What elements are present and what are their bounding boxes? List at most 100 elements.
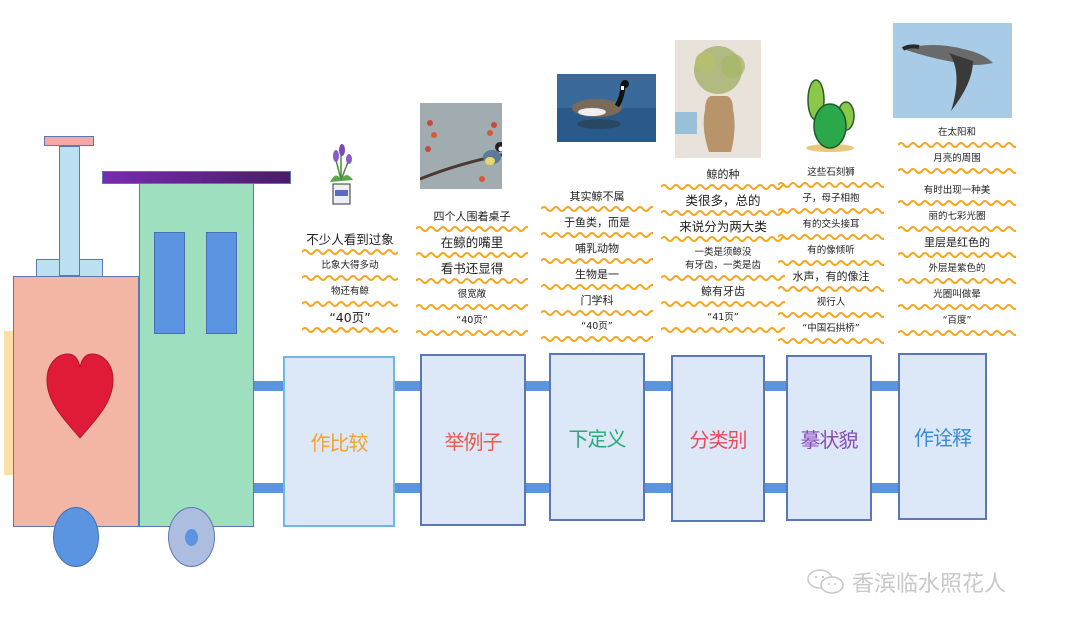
carriage-compare: 作比较 [283,356,395,527]
bird-on-branch-image [420,103,502,189]
excerpt-line: 物还有鲸 [330,286,369,297]
engine-wheel-front [53,507,99,567]
connector [254,483,284,493]
wechat-icon [807,569,844,594]
wave-divider [661,326,785,334]
excerpt-line: 看书还显得 [440,261,504,276]
wave-divider [302,274,398,282]
excerpt-line: 鲸有牙齿 [701,285,745,298]
excerpt-source: “40页” [581,321,613,332]
wave-divider [778,311,884,319]
excerpt-line: 视行人 [816,297,846,308]
watermark-text: 香滨临水照花人 [852,572,1007,597]
connector [765,381,787,391]
excerpt-source: “41页” [707,312,739,323]
goose-on-water-image [557,74,656,142]
carriage-classification: 分类别 [671,355,765,522]
wave-divider [778,233,884,241]
wave-divider [416,225,528,233]
excerpt-line: 鲸的种 [706,168,740,181]
excerpt-line: 比象大得多动 [321,260,379,271]
excerpt-line: 生物是一 [575,268,619,281]
wave-divider [898,251,1016,259]
connector [872,483,899,493]
carriage-label: 分类别 [689,428,748,452]
wave-divider [541,205,653,213]
engine-wheel-rear [168,507,215,567]
excerpt-line: 有时出现一种美 [923,185,991,196]
excerpt-line: 子，母子相抱 [802,193,860,204]
carriage-label: 摹状貌 [800,427,859,452]
wave-divider [541,283,653,291]
wave-divider [898,141,1016,149]
heart-icon [46,353,114,439]
excerpt-source: “40页” [456,315,488,326]
connector [645,381,672,391]
wave-divider [541,257,653,265]
excerpt-line: 类很多，总的 [685,193,761,208]
wave-divider [778,285,884,293]
excerpt-line: 很宽敞 [457,289,487,300]
connector [645,483,672,493]
flying-goose-image [893,23,1012,118]
wave-divider [416,277,528,285]
wave-divider [416,303,528,311]
engine-headlight [4,331,14,475]
wave-divider [778,207,884,215]
wave-divider [661,300,785,308]
excerpt-line: 于鱼类，而是 [564,216,630,229]
excerpt-line: 水声，有的像注 [792,270,870,283]
carriage-label: 作比较 [310,431,369,455]
text-stack-compare: 不少人看到过象 比象大得多动 物还有鲸 “40页” [302,233,398,337]
excerpt-line: 月亮的周围 [933,153,981,164]
wave-divider [661,274,785,282]
excerpt-line: 不少人看到过象 [306,232,394,247]
wave-divider [661,183,785,191]
excerpt-line: 其实鲸不属 [569,190,625,203]
excerpt-source: “40页” [329,310,371,325]
excerpt-line: 在鲸的嘴里 [440,235,504,250]
excerpt-line: 有的像倾听 [807,245,855,256]
excerpt-line: 丽的七彩光圈 [928,211,986,222]
excerpt-source: “百度” [942,315,972,326]
wave-divider [898,303,1016,311]
chimney-cap [44,136,94,146]
connector [526,381,550,391]
connector [395,381,421,391]
excerpt-source: “中国石拱桥” [802,323,860,334]
excerpt-line: 在太阳和 [937,127,976,138]
carriage-explanation: 作诠释 [898,353,987,520]
wave-divider [898,225,1016,233]
flower-pot-image [326,140,356,216]
watermark: 香滨临水照花人 [806,566,1006,598]
carriage-definition: 下定义 [549,353,645,521]
wave-divider [661,209,785,217]
connector [526,483,550,493]
wave-divider [898,329,1016,337]
excerpt-line: 这些石刻狮 [807,167,855,178]
carriage-example: 举例子 [420,354,526,526]
wave-divider [898,277,1016,285]
text-stack-classification: 鲸的种 类很多，总的 来说分为两大类 一类是须鲸没 有牙齿，一类是齿 鲸有牙齿 … [661,168,785,337]
carriage-label: 举例子 [444,429,503,454]
excerpt-line: 来说分为两大类 [679,219,767,234]
connector [254,381,284,391]
wave-divider [302,326,398,334]
text-stack-example: 四个人围着桌子 在鲸的嘴里 看书还显得 很宽敞 “40页” [416,210,528,340]
wave-divider [416,251,528,259]
wave-divider [778,259,884,267]
wave-divider [898,167,1016,175]
carriage-label: 下定义 [568,426,627,451]
wave-divider [302,300,398,308]
wave-divider [302,248,398,256]
excerpt-line: 光圈叫做晕 [933,289,981,300]
wave-divider [416,329,528,337]
wave-divider [541,309,653,317]
carriage-description: 摹状貌 [786,355,872,521]
excerpt-line: 有牙齿，一类是齿 [684,260,761,271]
wave-divider [898,199,1016,207]
excerpt-line: 一类是须鲸没 [694,247,752,258]
cab-window-right [206,232,237,334]
wave-divider [778,181,884,189]
wave-divider [661,235,785,243]
